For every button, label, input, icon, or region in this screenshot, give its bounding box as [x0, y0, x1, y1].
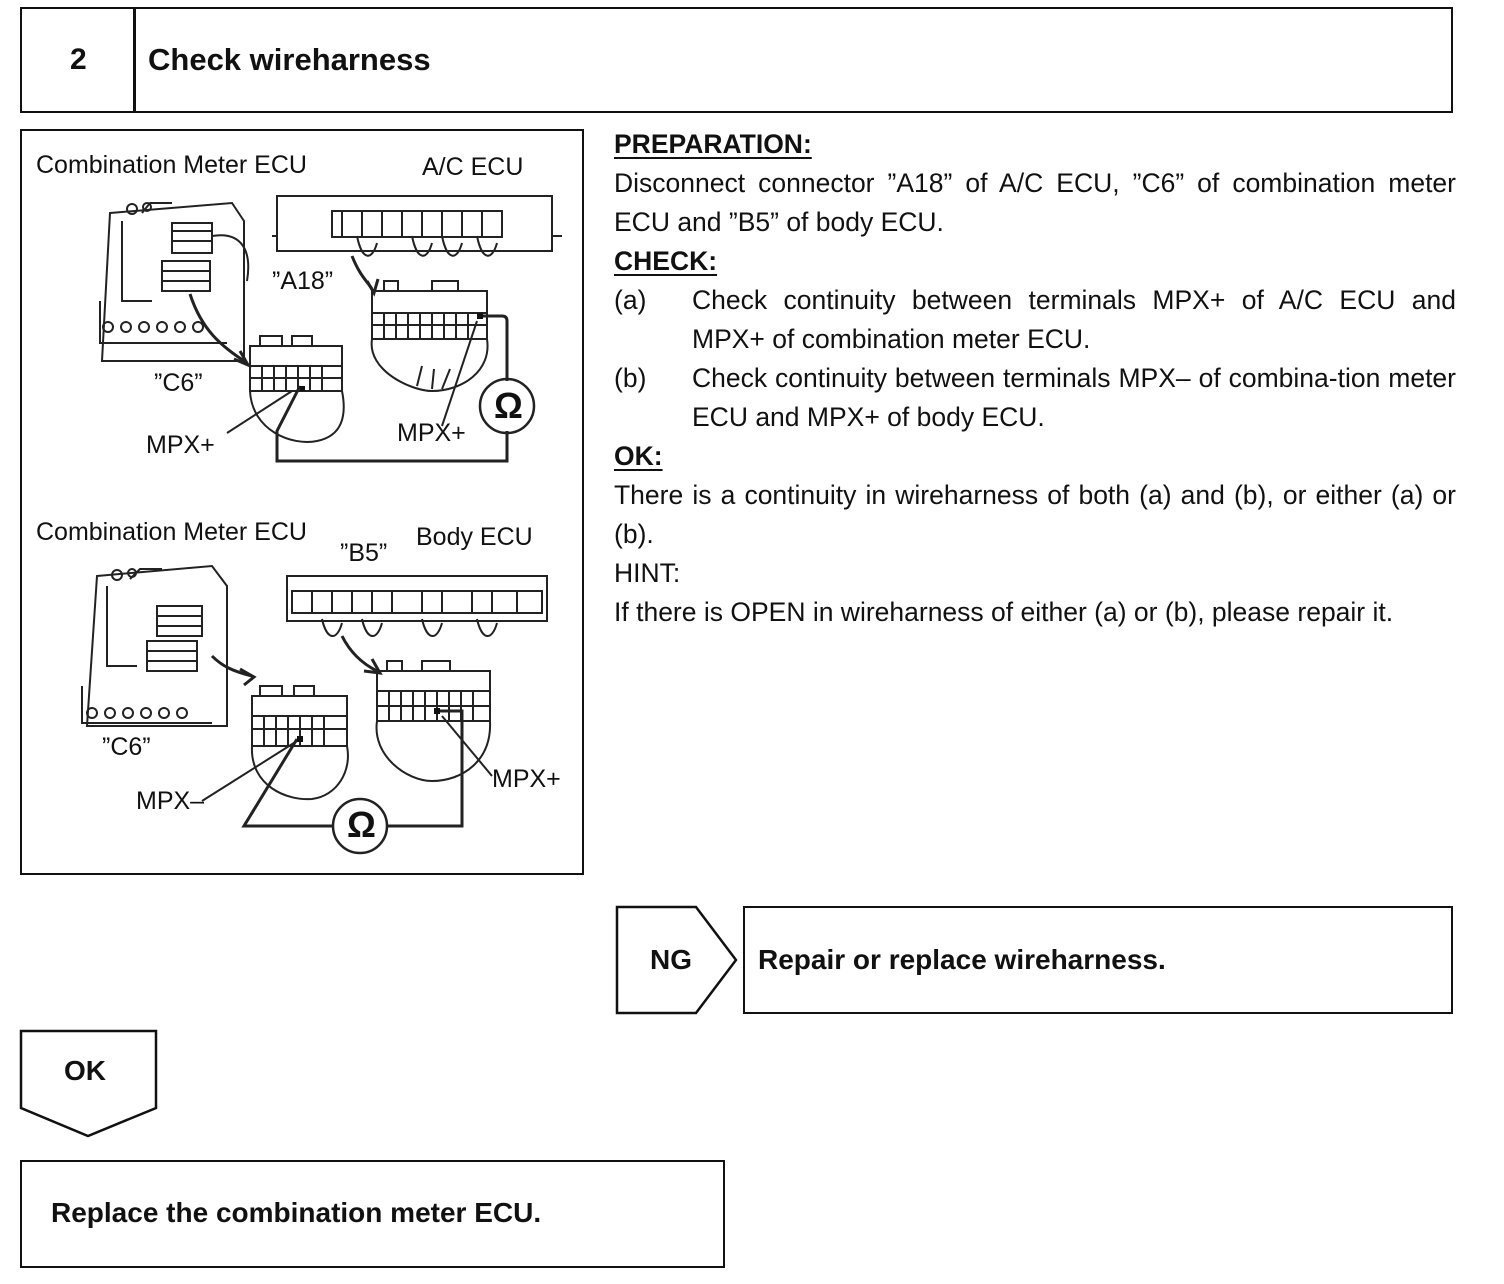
- check-item-a-key: (a): [614, 285, 647, 315]
- label-mpx-minus: MPX–: [136, 787, 205, 815]
- ohm-symbol-top: Ω: [494, 385, 523, 426]
- label-mpx-plus-left-top: MPX+: [146, 431, 215, 459]
- label-connector-c6-bottom: ”C6”: [102, 733, 151, 761]
- instruction-text: PREPARATION: Disconnect connector ”A18” …: [614, 125, 1456, 632]
- label-combination-meter-ecu-top: Combination Meter ECU: [36, 151, 307, 179]
- ng-tag-label: NG: [650, 944, 692, 975]
- preparation-heading: PREPARATION:: [614, 129, 812, 159]
- ohm-symbol-bottom: Ω: [347, 804, 376, 845]
- label-connector-a18: ”A18”: [272, 267, 334, 295]
- label-connector-b5: ”B5”: [340, 539, 388, 567]
- ng-tag-shape: [615, 905, 738, 1015]
- ok-tag-label: OK: [64, 1055, 106, 1086]
- hint-heading: HINT:: [614, 558, 681, 588]
- ng-action-text: Repair or replace wireharness.: [758, 944, 1166, 975]
- ok-text: There is a continuity in wireharness of …: [614, 480, 1456, 549]
- ok-action-box: [20, 1160, 725, 1268]
- label-connector-c6-top: ”C6”: [154, 369, 203, 397]
- check-heading: CHECK:: [614, 246, 718, 276]
- step-number: 2: [70, 43, 87, 76]
- check-item-b-key: (b): [614, 363, 647, 393]
- preparation-text: Disconnect connector ”A18” of A/C ECU, ”…: [614, 168, 1456, 237]
- wiring-figure: Combination Meter ECU A/C ECU ”A18” ”C6”…: [20, 129, 584, 875]
- label-ac-ecu: A/C ECU: [422, 153, 524, 181]
- ok-heading: OK:: [614, 441, 663, 471]
- ng-action-box: [743, 906, 1453, 1014]
- check-item-b: (b) Check continuity between terminals M…: [614, 359, 1456, 437]
- label-mpx-plus-bottom: MPX+: [492, 765, 561, 793]
- ok-action-text: Replace the combination meter ECU.: [51, 1197, 542, 1228]
- header-divider: [133, 7, 136, 113]
- label-body-ecu: Body ECU: [416, 523, 533, 551]
- step-header: [20, 7, 1453, 113]
- label-mpx-plus-right-top: MPX+: [397, 419, 466, 447]
- check-item-a: (a) Check continuity between terminals M…: [614, 281, 1456, 359]
- step-title: Check wireharness: [148, 42, 431, 77]
- check-item-a-text: Check continuity between terminals MPX+ …: [692, 285, 1456, 354]
- ok-tag-shape: [19, 1029, 158, 1138]
- wiring-illustration: [81, 195, 562, 855]
- hint-text: If there is OPEN in wireharness of eithe…: [614, 597, 1394, 627]
- label-combination-meter-ecu-bottom: Combination Meter ECU: [36, 518, 307, 546]
- check-item-b-text: Check continuity between terminals MPX– …: [692, 363, 1456, 432]
